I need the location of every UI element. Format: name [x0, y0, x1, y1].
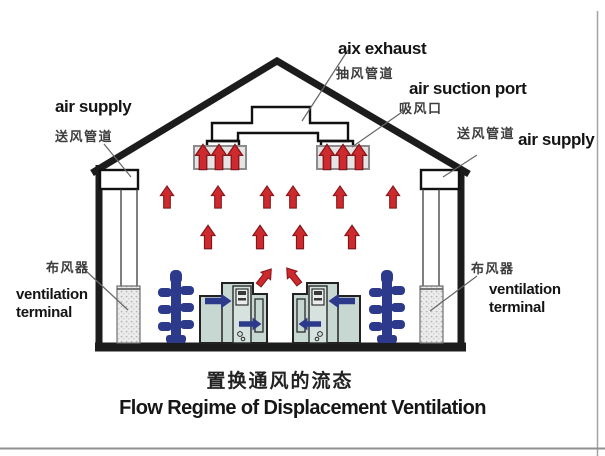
label-supply-duct-right-zh: 送风管道 [457, 126, 516, 141]
plume-arrows [253, 263, 305, 290]
caption-chinese: 置换通风的流态 [206, 371, 354, 392]
label-supply-duct-left-zh: 送风管道 [55, 129, 114, 144]
supply-duct-left [98, 168, 140, 191]
label-suction-port-zh: 吸风口 [399, 101, 443, 116]
terminal-right [419, 285, 444, 344]
roof [90, 56, 471, 178]
leader-suction [351, 109, 406, 148]
terminal-left [116, 285, 141, 344]
leader-supply-right [442, 154, 478, 178]
label-air-supply-right: air supply [518, 130, 595, 149]
diffuser-jet-right [369, 270, 405, 343]
building-shell [90, 56, 471, 352]
exhaust-duct [205, 105, 355, 147]
leader-lines [84, 49, 478, 312]
diffuser-jet-left [158, 270, 194, 343]
leader-supply-left [103, 143, 132, 178]
label-ventilation-terminal-right: ventilation terminal [489, 281, 561, 316]
label-air-exhaust: aix exhaust [338, 39, 427, 58]
label-ventilation-terminal-left: ventilation terminal [16, 286, 88, 321]
label-diffuser-right-zh: 布风器 [471, 261, 515, 276]
supply-ducts [98, 168, 461, 286]
ventilation-terminals [116, 285, 444, 344]
leader-exhaust [301, 49, 349, 122]
label-air-suction-port: air suction port [409, 79, 527, 98]
label-air-supply-left: air supply [55, 97, 132, 116]
machine-left [200, 283, 267, 343]
leader-terminal-left [84, 269, 129, 311]
caption-english: Flow Regime of Displacement Ventilation [119, 397, 486, 419]
label-exhaust-duct-zh: 抽风管道 [336, 66, 395, 81]
supply-duct-right [419, 168, 461, 191]
leader-terminal-right [429, 275, 478, 312]
machine-right [293, 283, 360, 343]
label-diffuser-left-zh: 布风器 [46, 260, 90, 275]
